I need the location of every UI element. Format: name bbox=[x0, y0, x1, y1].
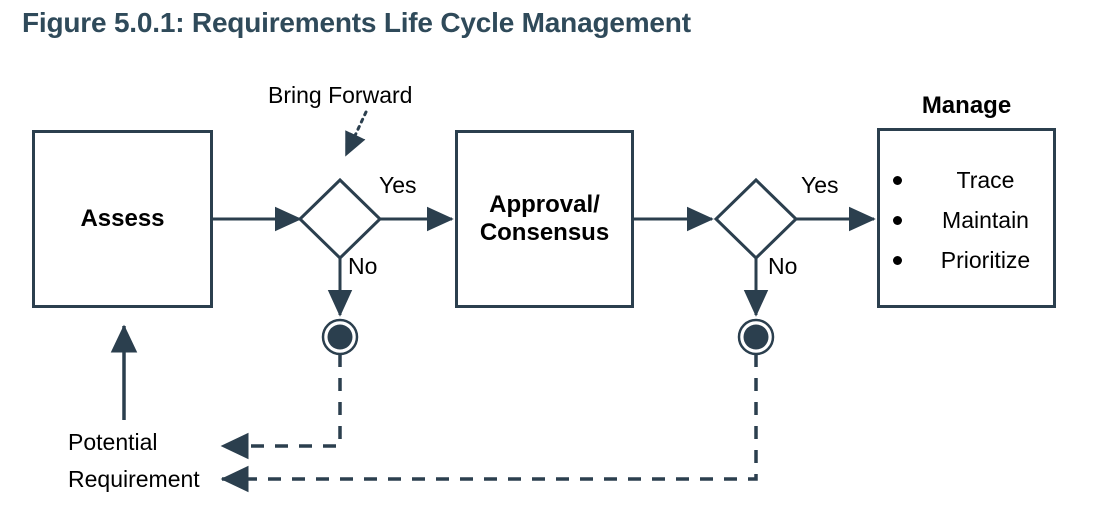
edge-label-no-2: No bbox=[768, 253, 798, 279]
process-box-approval-consensus[interactable]: Approval/ Consensus bbox=[455, 130, 634, 308]
edge-label-potential-requirement: Potential Requirement bbox=[68, 424, 200, 498]
manage-item-label: Prioritize bbox=[940, 247, 1031, 273]
process-box-assess-label: Assess bbox=[80, 205, 165, 233]
edge-label-no-1: No bbox=[348, 253, 378, 279]
process-box-assess[interactable]: Assess bbox=[32, 130, 213, 308]
decision-diamond-1 bbox=[297, 177, 383, 261]
end-state-node-2-core bbox=[743, 324, 769, 350]
process-box-manage-heading: Manage bbox=[921, 92, 1012, 119]
edge-label-bring-forward: Bring Forward bbox=[268, 82, 413, 108]
edge-label-yes-1: Yes bbox=[379, 172, 417, 198]
edge-return-path-1 bbox=[220, 354, 342, 460]
process-box-manage[interactable]: Trace Maintain Prioritize bbox=[877, 128, 1056, 308]
edge-return-path-2 bbox=[220, 354, 758, 493]
manage-item-label: Maintain bbox=[942, 207, 1029, 233]
bullet-icon bbox=[893, 176, 902, 185]
edge-bring-forward-pointer bbox=[344, 110, 368, 157]
manage-activity-list: Trace Maintain Prioritize bbox=[880, 131, 1053, 280]
bullet-icon bbox=[893, 256, 902, 265]
list-item: Trace bbox=[880, 160, 1053, 200]
approval-label-line-1: Approval/ bbox=[489, 191, 600, 219]
decision-diamond-2 bbox=[713, 177, 799, 261]
list-item: Prioritize bbox=[880, 240, 1053, 280]
end-state-node-1-core bbox=[327, 324, 353, 350]
approval-label-line-2: Consensus bbox=[479, 219, 610, 246]
manage-item-label: Trace bbox=[956, 167, 1015, 193]
bullet-icon bbox=[893, 216, 902, 225]
potential-requirement-line-1: Potential bbox=[68, 429, 158, 455]
process-box-approval-consensus-label: Approval/ Consensus bbox=[480, 191, 609, 247]
page-title: Figure 5.0.1: Requirements Life Cycle Ma… bbox=[22, 7, 691, 38]
edge-label-yes-2: Yes bbox=[801, 172, 839, 198]
list-item: Maintain bbox=[880, 200, 1053, 240]
potential-requirement-line-2: Requirement bbox=[68, 466, 200, 492]
